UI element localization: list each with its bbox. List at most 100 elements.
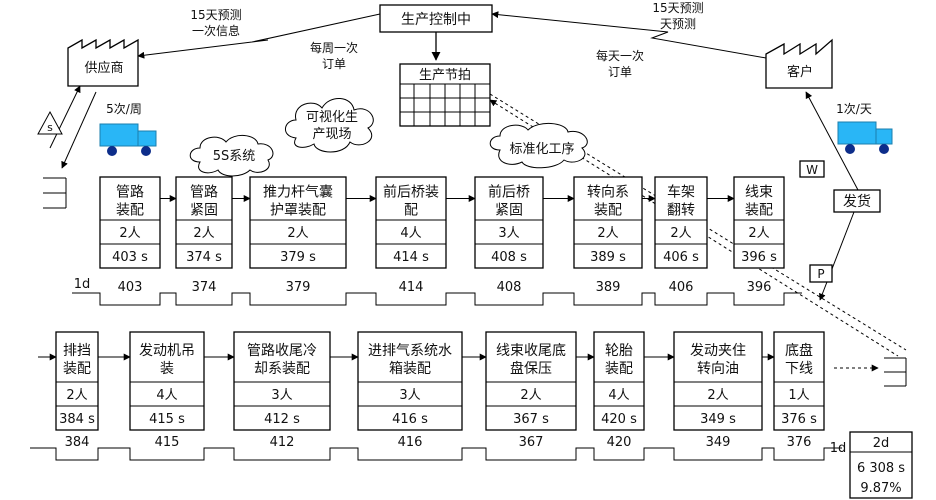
process-name-line2: 盘保压 bbox=[510, 360, 552, 377]
production-control: 生产控制中 bbox=[379, 4, 493, 33]
supplier-info-arrow bbox=[137, 13, 381, 59]
process-people: 3人 bbox=[399, 388, 420, 403]
process-name-line2: 装配 bbox=[63, 361, 91, 377]
process-name-line1: 推力杆气囊 bbox=[263, 184, 333, 201]
timeline-step-line bbox=[30, 447, 842, 461]
supplier-truck-icon bbox=[99, 123, 157, 156]
summary-total-time: 6 308 s bbox=[857, 461, 905, 476]
summary-days: 2d bbox=[873, 436, 890, 451]
timeline-end-label: 1d bbox=[830, 441, 847, 456]
cust-forecast-1: 15天预测 bbox=[652, 1, 703, 15]
process-name-line2: 装配 bbox=[594, 203, 622, 219]
process-people: 2人 bbox=[597, 226, 618, 241]
timeline-start-label: 1d bbox=[74, 277, 91, 292]
process-time: 349 s bbox=[700, 412, 736, 427]
withdrawal-kanban-box bbox=[799, 160, 825, 178]
process-time: 420 s bbox=[601, 412, 637, 427]
process-people: 1人 bbox=[788, 388, 809, 403]
timeline-ct-label: 367 bbox=[519, 435, 544, 450]
process-people: 2人 bbox=[66, 388, 87, 403]
supplier-freq: 5次/周 bbox=[106, 102, 142, 116]
process-time: 379 s bbox=[280, 250, 316, 265]
process-people: 3人 bbox=[271, 388, 292, 403]
process-name-line1: 转向系 bbox=[587, 185, 629, 201]
timeline-step-line bbox=[72, 292, 802, 306]
process-time: 416 s bbox=[392, 412, 428, 427]
customer-freq: 1次/天 bbox=[836, 102, 872, 116]
kaizen-5s-label: 5S系统 bbox=[213, 149, 256, 164]
supplier-inventory-stack-icon bbox=[43, 177, 67, 209]
sup-order-2: 订单 bbox=[322, 57, 346, 71]
process-people: 2人 bbox=[748, 226, 769, 241]
process-time: 414 s bbox=[393, 250, 429, 265]
production-kanban-box bbox=[809, 264, 833, 283]
process-name-line1: 轮胎 bbox=[605, 343, 633, 359]
process-name-line1: 前后桥装 bbox=[383, 184, 439, 201]
production-control-title: 生产控制中 bbox=[401, 12, 471, 28]
timeline-ct-label: 416 bbox=[398, 435, 423, 450]
signal-kanban-label: s bbox=[47, 121, 53, 134]
sup-order-1: 每周一次 bbox=[310, 40, 358, 55]
process-time: 408 s bbox=[491, 250, 527, 265]
process-time: 374 s bbox=[186, 250, 222, 265]
process-name-line1: 管路 bbox=[116, 185, 144, 201]
process-name-line2: 装 bbox=[160, 361, 174, 377]
process-name-line1: 发动夹住 bbox=[690, 343, 746, 359]
cust-order-1: 每天一次 bbox=[596, 48, 644, 63]
kaizen-std-cloud-icon: 标准化工序 bbox=[489, 123, 588, 169]
process-people: 4人 bbox=[608, 388, 629, 403]
process-name-line1: 发动机吊 bbox=[139, 343, 195, 359]
process-people: 4人 bbox=[156, 388, 177, 403]
timeline-ct-label: 408 bbox=[497, 280, 522, 295]
timeline-ct-label: 412 bbox=[270, 435, 295, 450]
process-time: 367 s bbox=[513, 412, 549, 427]
kaizen-std-label: 标准化工序 bbox=[509, 142, 574, 157]
shipping-box bbox=[833, 189, 881, 213]
finished-goods-stack-icon bbox=[884, 357, 907, 387]
process-name-line2: 转向油 bbox=[697, 361, 739, 377]
timeline-ct-label: 389 bbox=[596, 280, 621, 295]
timeline-ct-label: 420 bbox=[607, 435, 632, 450]
supplier-name: 供应商 bbox=[84, 60, 123, 76]
customer-info-arrow bbox=[491, 11, 767, 59]
customer-truck-icon bbox=[837, 121, 893, 154]
process-time: 415 s bbox=[149, 412, 185, 427]
kaizen-visual-cloud-icon: 可视化生 产现场 bbox=[285, 98, 374, 153]
supplier-signal-arrow bbox=[49, 85, 81, 149]
signal-kanban-icon: s bbox=[37, 110, 63, 135]
process-name-line2: 装配 bbox=[745, 203, 773, 219]
process-name-line1: 管路 bbox=[190, 185, 218, 201]
supplier-ship-arrow bbox=[61, 91, 97, 169]
process-time: 403 s bbox=[112, 250, 148, 265]
timeline-ct-label: 403 bbox=[118, 280, 143, 295]
pitch-label: 生产节拍 bbox=[419, 68, 471, 83]
timeline-ct-label: 376 bbox=[787, 435, 812, 450]
sup-forecast-2: 一次信息 bbox=[192, 23, 240, 38]
cust-order-2: 订单 bbox=[608, 65, 632, 79]
process-people: 4人 bbox=[400, 226, 421, 241]
process-name-line2: 紧固 bbox=[190, 203, 218, 219]
process-time: 406 s bbox=[663, 250, 699, 265]
process-time: 389 s bbox=[590, 250, 626, 265]
process-name-line1: 进排气系统水 bbox=[368, 343, 452, 359]
process-name-line1: 线束 bbox=[745, 185, 773, 201]
pitch-box: 生产节拍 bbox=[399, 63, 491, 127]
timeline-ct-label: 414 bbox=[399, 280, 424, 295]
production-kanban-label: P bbox=[817, 267, 824, 281]
shipping-to-p-arrow bbox=[819, 211, 855, 301]
process-name-line2: 装配 bbox=[605, 361, 633, 377]
timeline-ct-label: 349 bbox=[706, 435, 731, 450]
